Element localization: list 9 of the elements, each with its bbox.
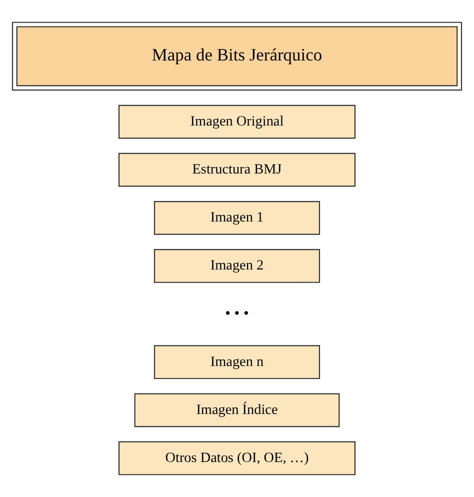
node-box: Estructura BMJ	[118, 152, 356, 187]
node-box: Imagen 2	[154, 249, 320, 283]
node-box: Imagen Índice	[134, 393, 340, 428]
node-box: Otros Datos (OI, OE, …)	[118, 441, 356, 476]
node-box: Imagen 1	[154, 200, 320, 235]
node-box: Imagen Original	[118, 104, 356, 139]
node-box: Imagen n	[154, 345, 320, 380]
node-box: Mapa de Bits Jerárquico	[12, 22, 462, 91]
label: • • •	[225, 305, 249, 322]
